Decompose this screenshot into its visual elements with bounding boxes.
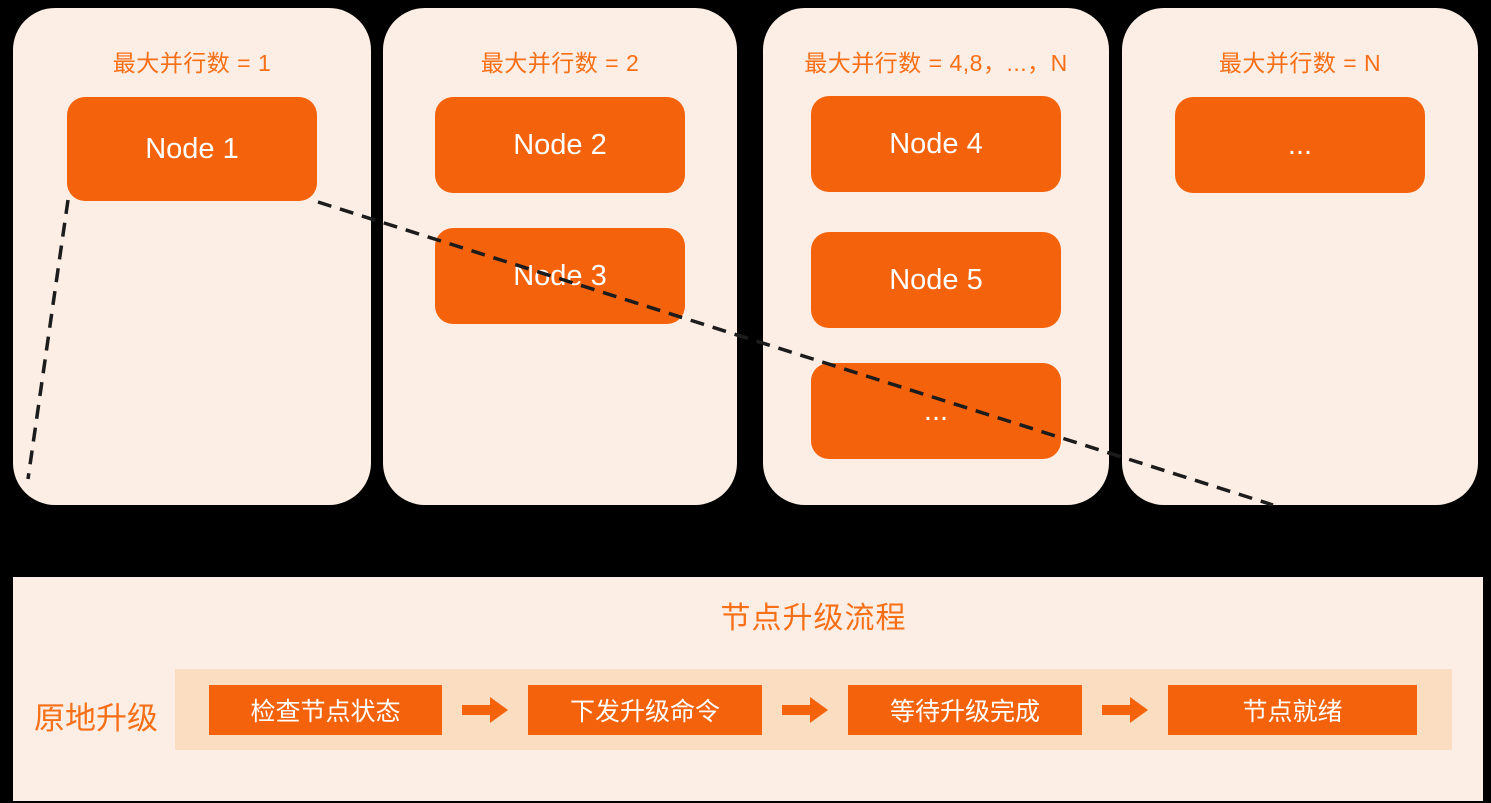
process-steps-strip: 检查节点状态 下发升级命令 等待升级完成 xyxy=(175,669,1452,750)
inplace-upgrade-label: 原地升级 xyxy=(34,701,158,736)
parallelism-panel-3: 最大并行数 = 4,8，...，N Node 4 Node 5 ... xyxy=(763,8,1109,505)
parallelism-panel-2: 最大并行数 = 2 Node 2 Node 3 xyxy=(383,8,737,505)
node-box: Node 4 xyxy=(811,96,1061,192)
flow-arrow-icon xyxy=(462,696,508,723)
node-box-ellipsis: ... xyxy=(1175,97,1425,193)
node-box: Node 5 xyxy=(811,232,1061,328)
panel-title: 最大并行数 = 2 xyxy=(480,50,640,76)
step-wait-upgrade-complete: 等待升级完成 xyxy=(848,684,1082,735)
node-box: Node 2 xyxy=(435,97,685,193)
panel-title: 最大并行数 = 1 xyxy=(112,50,272,76)
node-box: Node 1 xyxy=(67,97,317,201)
step-send-upgrade-command: 下发升级命令 xyxy=(528,684,762,735)
parallelism-panel-4: 最大并行数 = N ... xyxy=(1122,8,1478,505)
step-check-node-status: 检查节点状态 xyxy=(209,684,442,735)
node-box: Node 3 xyxy=(435,228,685,324)
panel-title: 最大并行数 = N xyxy=(1218,50,1382,76)
process-title: 节点升级流程 xyxy=(720,602,907,635)
step-node-ready: 节点就绪 xyxy=(1168,684,1417,735)
flow-arrow-icon xyxy=(782,696,828,723)
parallelism-panel-1: 最大并行数 = 1 Node 1 xyxy=(13,8,371,505)
node-box-ellipsis: ... xyxy=(811,363,1061,459)
panel-title: 最大并行数 = 4,8，...，N xyxy=(804,50,1068,76)
flow-arrow-icon xyxy=(1102,696,1148,723)
upgrade-process-section: 节点升级流程 原地升级 检查节点状态 下发升级命令 等待升级完成 xyxy=(13,577,1483,801)
